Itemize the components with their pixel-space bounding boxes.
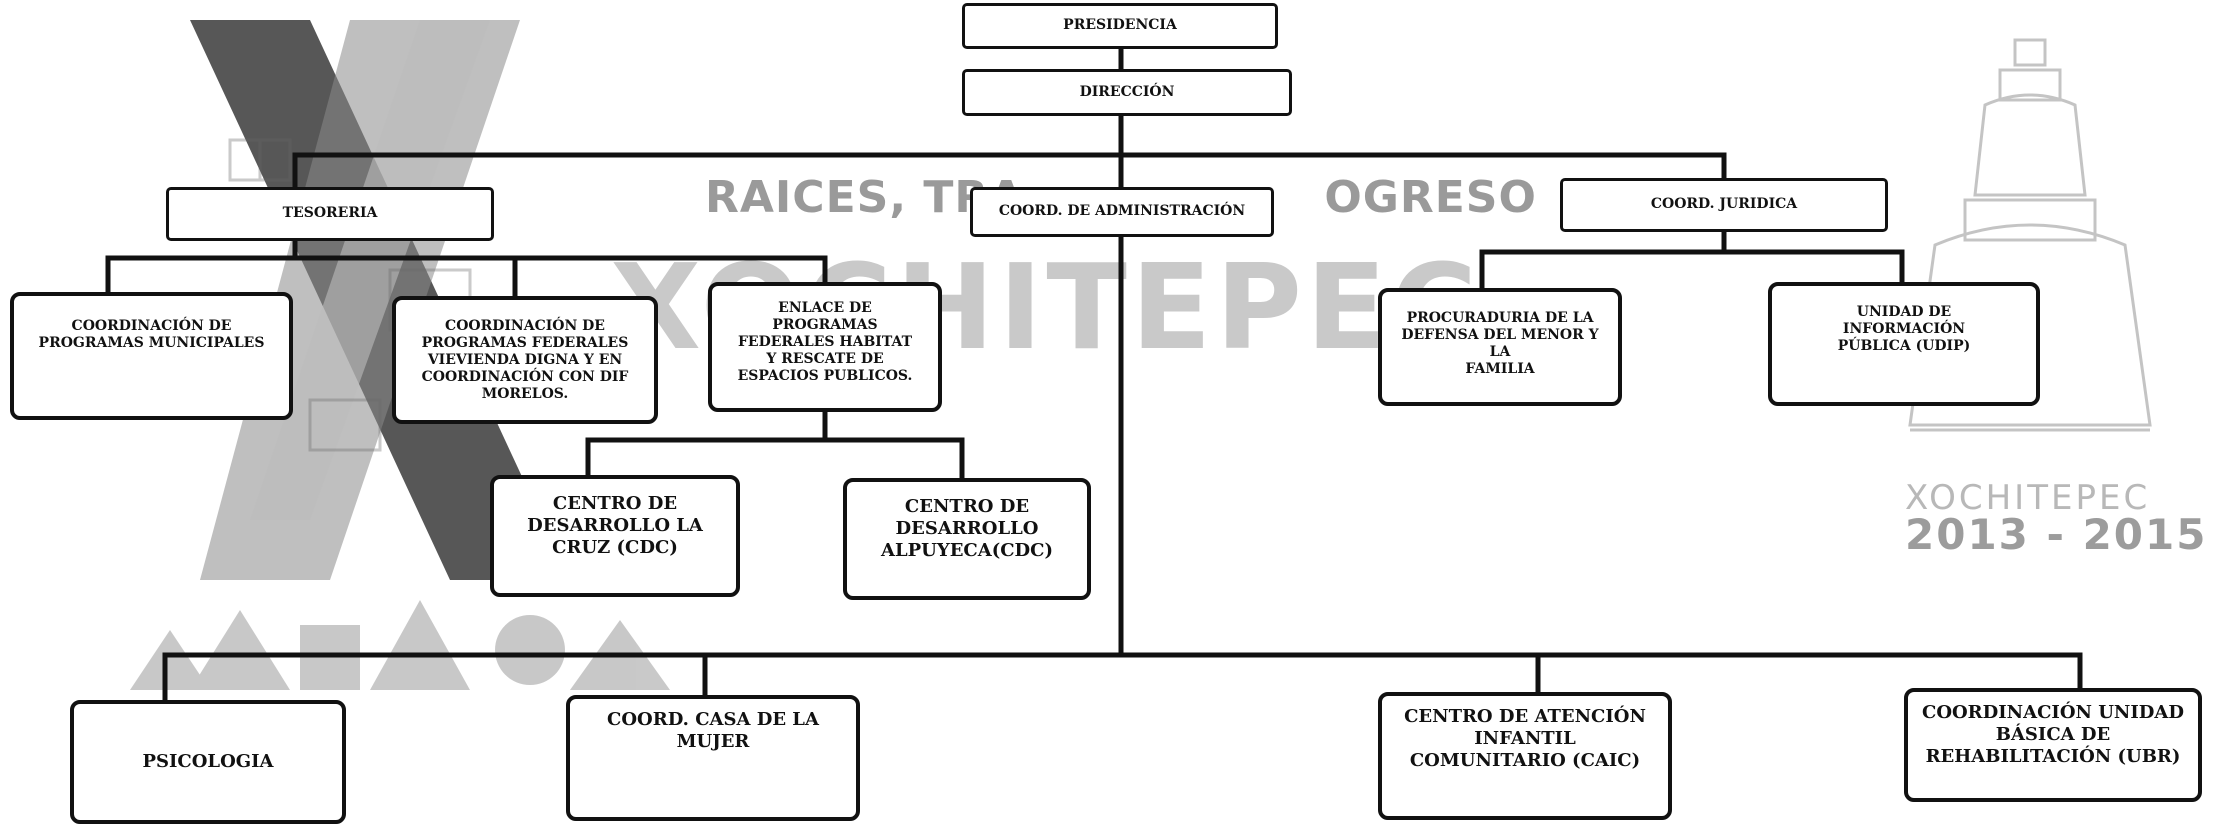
node-label-line: COORDINACIÓN UNIDAD xyxy=(1922,702,2184,723)
node-label-line: CENTRO DE xyxy=(904,496,1030,517)
node-label-line: DESARROLLO LA xyxy=(527,514,703,536)
node-label-line: MORELOS. xyxy=(481,386,569,403)
node-label-line: PROGRAMAS MUNICIPALES xyxy=(38,335,265,352)
node-label-line: INFANTIL xyxy=(1474,727,1576,749)
node-label-line: COORDINACIÓN DE xyxy=(71,318,232,334)
node-label-line: VIEVIENDA DIGNA Y EN xyxy=(427,352,623,369)
node-coord-administracion[interactable]: COORD. DE ADMINISTRACIÓN xyxy=(970,187,1274,237)
node-label-line: PROCURADURIA DE LA xyxy=(1406,310,1594,326)
node-psicologia[interactable]: PSICOLOGIA xyxy=(70,700,346,824)
node-direccion[interactable]: DIRECCIÓN xyxy=(962,69,1292,116)
node-label-line: ESPACIOS PUBLICOS. xyxy=(737,368,913,385)
node-casa-mujer[interactable]: COORD. CASA DE LA MUJER xyxy=(566,695,860,821)
node-label-line: COMUNITARIO (CAIC) xyxy=(1409,749,1641,771)
node-label-line: FAMILIA xyxy=(1465,361,1535,378)
node-label-line: FEDERALES HABITAT xyxy=(737,334,913,351)
node-tesoreria[interactable]: TESORERIA xyxy=(166,187,494,241)
node-label-line: UNIDAD DE xyxy=(1856,304,1952,320)
node-label-line: PROGRAMAS FEDERALES xyxy=(421,335,629,352)
node-ubr[interactable]: COORDINACIÓN UNIDAD BÁSICA DE REHABILITA… xyxy=(1904,688,2202,802)
node-label-line: ALPUYECA(CDC) xyxy=(880,539,1053,561)
node-label-line: DEFENSA DEL MENOR Y LA xyxy=(1401,327,1599,361)
node-label-line: PÚBLICA (UDIP) xyxy=(1837,338,1971,355)
node-coord-programas-federales[interactable]: COORDINACIÓN DE PROGRAMAS FEDERALES VIEV… xyxy=(392,296,658,424)
emblem-city-watermark: XOCHITEPEC xyxy=(1905,478,2151,518)
slogan-tail-text: OGRESO xyxy=(1324,172,1537,223)
node-cdc-alpuyeca[interactable]: CENTRO DE DESARROLLO ALPUYECA(CDC) xyxy=(843,478,1091,600)
node-label-line: PROGRAMAS xyxy=(772,317,878,334)
x-emblem-watermark xyxy=(190,20,570,580)
node-presidencia[interactable]: PRESIDENCIA xyxy=(962,3,1278,49)
node-coord-juridica[interactable]: COORD. JURIDICA xyxy=(1560,178,1888,232)
node-label-line: Y RESCATE DE xyxy=(766,351,884,368)
emblem-years-watermark: 2013 - 2015 xyxy=(1905,510,2208,559)
node-label-line: COORDINACIÓN CON DIF xyxy=(421,369,629,386)
node-label-line: CRUZ (CDC) xyxy=(552,536,678,558)
node-label-line: REHABILITACIÓN (UBR) xyxy=(1925,745,2181,767)
node-label-line: ENLACE DE xyxy=(778,300,872,316)
node-cdc-la-cruz[interactable]: CENTRO DE DESARROLLO LA CRUZ (CDC) xyxy=(490,475,740,597)
node-label-line: CENTRO DE ATENCIÓN xyxy=(1404,706,1646,727)
node-label-line: COORD. CASA DE LA xyxy=(607,709,819,730)
node-label-line: CENTRO DE xyxy=(552,493,678,514)
node-coord-programas-municipales[interactable]: COORDINACIÓN DE PROGRAMAS MUNICIPALES xyxy=(10,292,293,420)
node-caic[interactable]: CENTRO DE ATENCIÓN INFANTIL COMUNITARIO … xyxy=(1378,692,1672,820)
node-enlace-habitat[interactable]: ENLACE DE PROGRAMAS FEDERALES HABITAT Y … xyxy=(708,282,942,412)
node-label-line: INFORMACIÓN xyxy=(1842,321,1966,338)
node-label-line: BÁSICA DE xyxy=(1995,723,2111,745)
node-procuraduria[interactable]: PROCURADURIA DE LA DEFENSA DEL MENOR Y L… xyxy=(1378,288,1622,406)
monument-emblem-watermark xyxy=(1908,38,2152,432)
node-label-line: DESARROLLO xyxy=(895,517,1039,539)
node-udip[interactable]: UNIDAD DE INFORMACIÓN PÚBLICA (UDIP) xyxy=(1768,282,2040,406)
node-label-line: MUJER xyxy=(676,730,750,752)
node-label-line: COORDINACIÓN DE xyxy=(445,318,605,334)
